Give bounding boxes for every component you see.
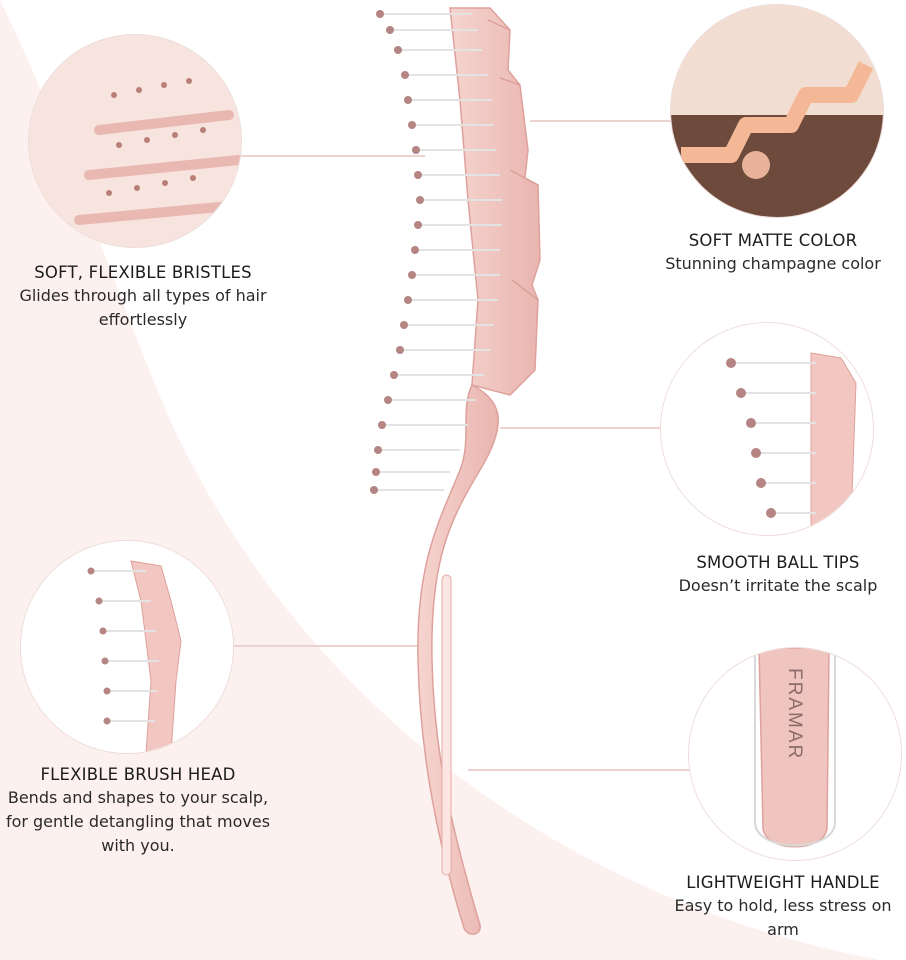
connector-tips	[500, 427, 662, 429]
connector-head	[232, 645, 427, 647]
bristles-closeup-image	[28, 34, 242, 248]
feature-description: Doesn’t irritate the scalp	[678, 576, 878, 595]
feature-description: Glides through all types of hair effortl…	[19, 286, 267, 329]
handle-closeup-image: FRAMAR	[688, 647, 902, 861]
connector-bristles	[240, 155, 425, 157]
feature-title: LIGHTWEIGHT HANDLE	[686, 873, 880, 892]
connector-handle	[468, 769, 690, 771]
brand-logo: FRAMAR	[784, 668, 805, 760]
feature-tips: SMOOTH BALL TIPS Doesn’t irritate the sc…	[650, 552, 906, 598]
feature-handle: LIGHTWEIGHT HANDLE Easy to hold, less st…	[660, 872, 906, 942]
feature-title: SMOOTH BALL TIPS	[696, 553, 860, 572]
feature-title: SOFT, FLEXIBLE BRISTLES	[34, 263, 252, 282]
feature-bristles: SOFT, FLEXIBLE BRISTLES Glides through a…	[0, 262, 286, 332]
feature-description: Stunning champagne color	[665, 254, 881, 273]
matte-color-closeup-image	[670, 4, 884, 218]
feature-description: Bends and shapes to your scalp, for gent…	[5, 788, 271, 855]
feature-head: FLEXIBLE BRUSH HEAD Bends and shapes to …	[0, 764, 276, 858]
detangling-brush-illustration	[370, 7, 541, 935]
feature-description: Easy to hold, less stress on arm	[674, 896, 892, 939]
brush-head-closeup-image	[20, 540, 234, 754]
feature-color: SOFT MATTE COLOR Stunning champagne colo…	[640, 230, 906, 276]
ball-tips-closeup-image	[660, 322, 874, 536]
feature-title: FLEXIBLE BRUSH HEAD	[40, 765, 236, 784]
connector-color	[530, 120, 670, 122]
feature-title: SOFT MATTE COLOR	[688, 231, 858, 250]
